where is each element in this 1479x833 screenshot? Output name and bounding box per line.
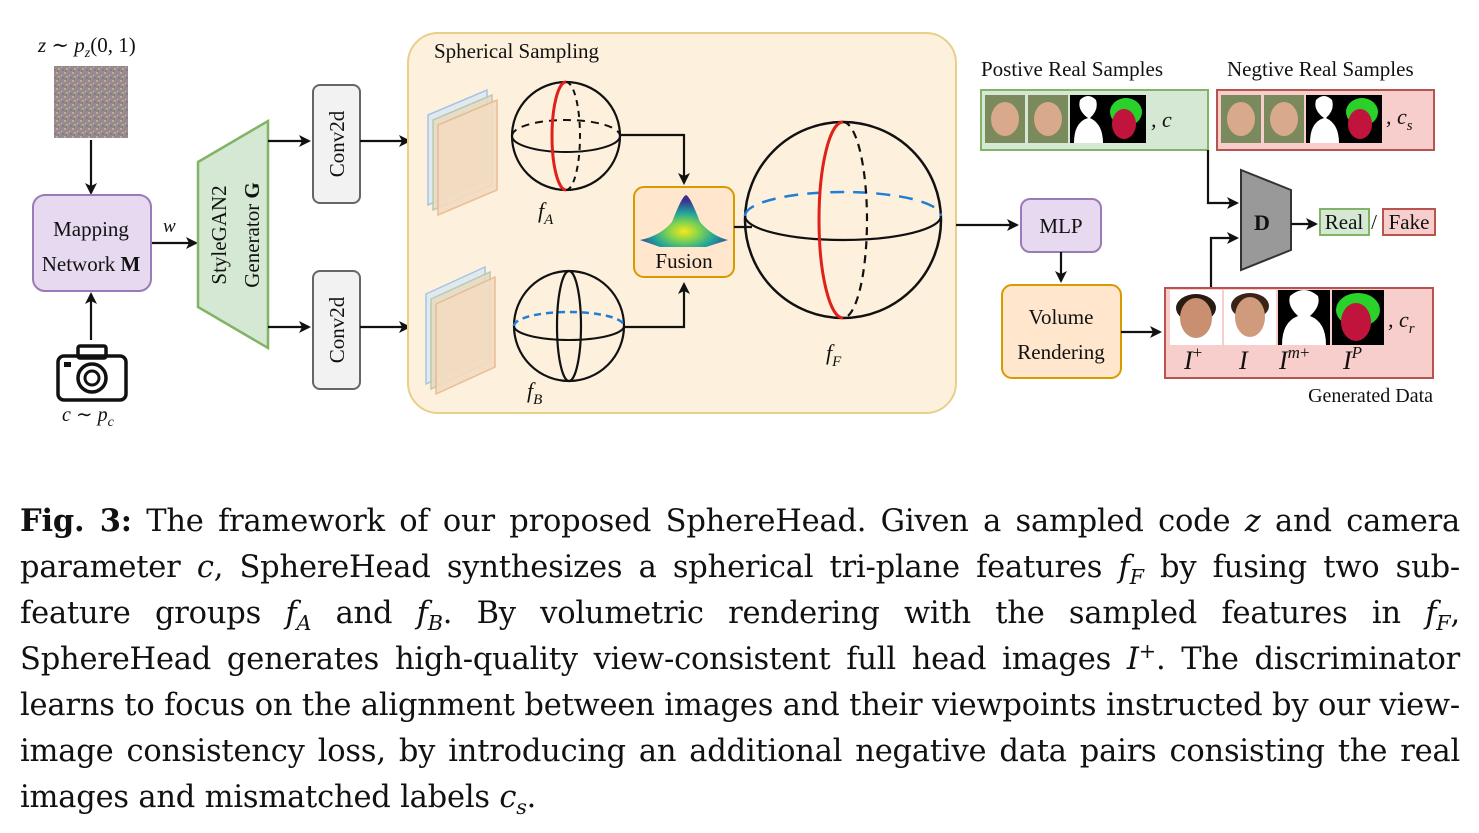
- noise-image: [54, 66, 128, 138]
- svg-text:MLP: MLP: [1039, 214, 1082, 238]
- generator-label-2: Generator G: [240, 182, 264, 288]
- generated-data-box: I+ I Im+ IP , cr: [1164, 287, 1434, 379]
- noise-label: z ∼ pz(0, 1): [37, 33, 136, 61]
- mlp-box: MLP: [1020, 198, 1102, 253]
- volume-rendering-box: Volume Rendering: [1001, 284, 1122, 379]
- conv2d-bottom: Conv2d: [312, 270, 361, 390]
- sphere-f: [743, 120, 943, 320]
- triplane-bottom: [425, 265, 496, 396]
- conv2d-top: Conv2d: [312, 84, 361, 204]
- svg-text:Volume: Volume: [1029, 305, 1094, 329]
- real-fake-output: Real / Fake: [1319, 208, 1436, 236]
- svg-text:Conv2d: Conv2d: [325, 110, 349, 177]
- positive-samples-box: , c: [980, 89, 1209, 151]
- gen-label-i: I: [1238, 346, 1249, 375]
- camera-label: c ∼ pc: [62, 404, 115, 430]
- mapping-label-2: Network M: [42, 252, 141, 276]
- caption-label: Fig. 3:: [20, 503, 132, 539]
- svg-text:Real: Real: [1325, 210, 1364, 234]
- negative-samples-box: , cs: [1216, 89, 1435, 151]
- positive-title: Postive Real Samples: [981, 57, 1163, 81]
- svg-text:Rendering: Rendering: [1017, 340, 1105, 364]
- fusion-box: Fusion: [633, 186, 735, 278]
- mapping-network-box: Mapping Network M: [32, 194, 152, 292]
- noise-input: z ∼ pz(0, 1): [37, 33, 136, 138]
- sphere-a: [510, 80, 622, 192]
- triplane-top: [427, 88, 498, 217]
- w-label: w: [163, 216, 176, 237]
- discriminator: D: [1240, 168, 1292, 272]
- pos-cond-label: , c: [1151, 107, 1172, 132]
- spherical-sampling-title: Spherical Sampling: [434, 39, 600, 63]
- figure-caption: Fig. 3: The framework of our proposed Sp…: [20, 503, 1461, 820]
- svg-text:Conv2d: Conv2d: [325, 296, 349, 363]
- svg-text:D: D: [1254, 210, 1270, 235]
- negative-title: Negtive Real Samples: [1227, 57, 1414, 81]
- generated-data-title: Generated Data: [1308, 385, 1433, 407]
- framework-diagram: z ∼ pz(0, 1) Mapping Network M c ∼ pc w …: [32, 32, 1436, 430]
- svg-text:/: /: [1371, 210, 1377, 234]
- gaussian-surface: [640, 195, 728, 247]
- svg-text:Fusion: Fusion: [655, 249, 713, 273]
- stylegan2-generator: StyleGAN2 Generator G: [196, 118, 270, 351]
- svg-text:Fake: Fake: [1389, 210, 1430, 234]
- generator-label-1: StyleGAN2: [207, 185, 231, 284]
- camera-icon: [56, 344, 128, 402]
- mapping-label-1: Mapping: [53, 217, 129, 241]
